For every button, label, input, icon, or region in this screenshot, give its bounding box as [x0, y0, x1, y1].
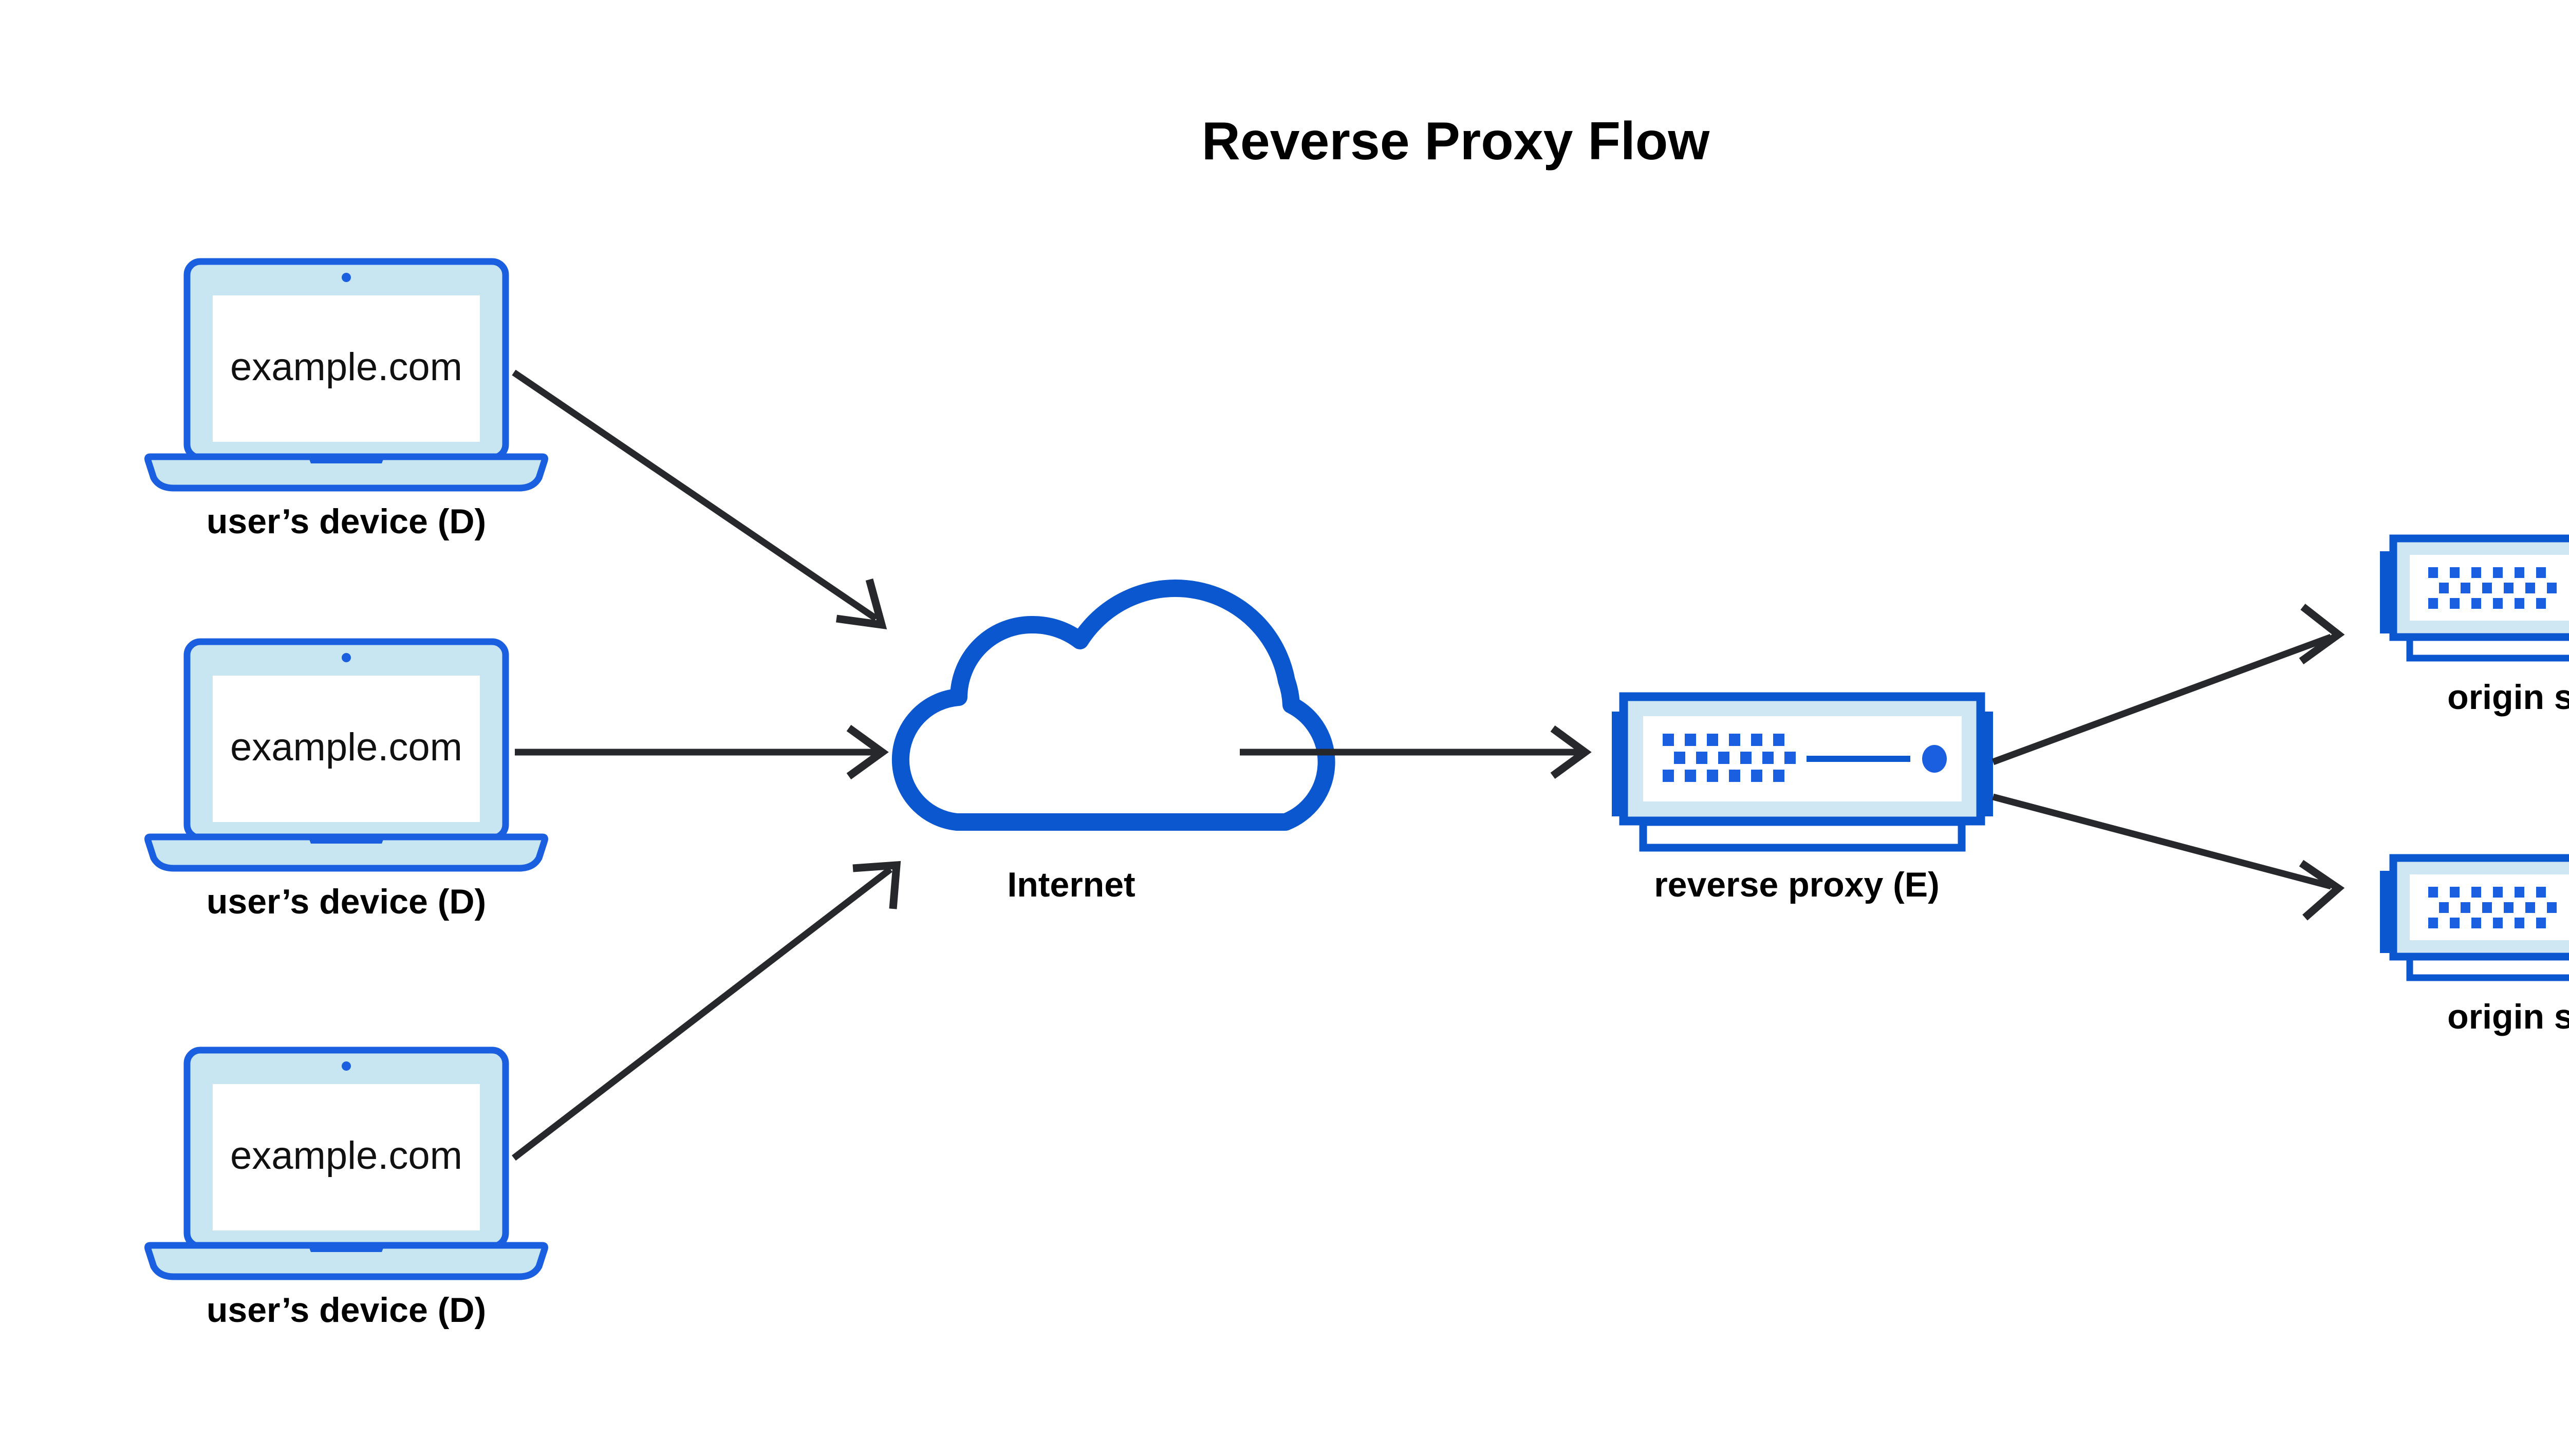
reverse-proxy-label: reverse proxy (E) [1654, 865, 1940, 904]
device-top-group[interactable]: example.com user’s device (D) [144, 258, 548, 541]
device-top-label: user’s device (D) [207, 502, 486, 541]
device-bottom-label: user’s device (D) [207, 1291, 486, 1330]
edge-internet-to-proxy [1240, 725, 1592, 779]
edge-device-top-to-internet [512, 369, 887, 629]
device-bottom-group[interactable]: example.com user’s device (D) [144, 1047, 548, 1330]
origin-top-group[interactable]: origin server (F) [2380, 534, 2569, 717]
edge-device-bottom-to-internet [512, 861, 901, 1161]
device-middle-group[interactable]: example.com user’s device (D) [144, 638, 548, 921]
edge-proxy-to-origin-top [1991, 604, 2345, 766]
server-icon [2380, 534, 2569, 662]
server-icon [2380, 854, 2569, 981]
origin-top-label: origin server (F) [2447, 678, 2569, 717]
origin-bottom-group[interactable]: origin server (F) [2380, 854, 2569, 1036]
laptop-icon [144, 1047, 548, 1280]
laptop-icon [144, 258, 548, 492]
reverse-proxy-group[interactable]: reverse proxy (E) [1612, 692, 1993, 904]
internet-label: Internet [1007, 865, 1135, 904]
device-middle-label: user’s device (D) [207, 882, 486, 921]
origin-bottom-label: origin server (F) [2447, 997, 2569, 1036]
edge-proxy-to-origin-bottom [1992, 793, 2345, 921]
device-bottom-screen-text: example.com [230, 1134, 462, 1178]
laptop-icon [144, 638, 548, 872]
page-title: Reverse Proxy Flow [1202, 111, 1710, 171]
device-top-screen-text: example.com [230, 345, 462, 389]
edge-device-middle-to-internet [515, 724, 889, 780]
cloud-icon [891, 580, 1335, 831]
internet-group[interactable]: Internet [891, 580, 1335, 904]
device-middle-screen-text: example.com [230, 725, 462, 769]
server-icon [1612, 692, 1993, 852]
